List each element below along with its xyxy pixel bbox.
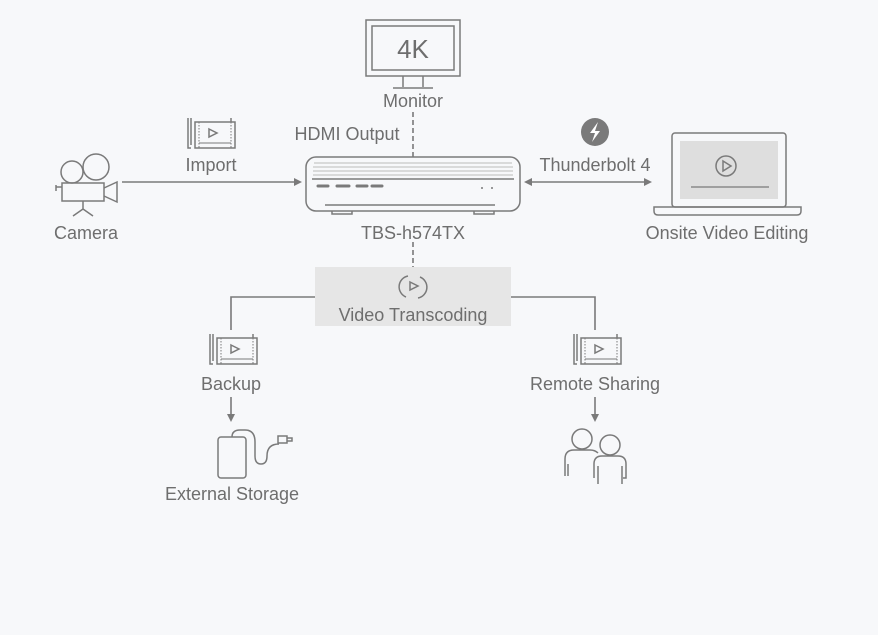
external-drive-icon [217,429,293,479]
monitor-4k-badge: 4K [397,34,429,64]
transcode-icon [398,275,428,299]
external-storage-label: External Storage [165,484,299,504]
monitor-icon [365,19,461,89]
distribution-lines [230,296,596,330]
laptop-label: Onsite Video Editing [646,223,809,243]
users-icon [564,428,627,484]
import-video-files-icon [187,117,236,149]
device-label: TBS-h574TX [361,223,465,243]
camera-label: Camera [54,223,119,243]
thunderbolt-label: Thunderbolt 4 [539,155,650,175]
transcoding-label: Video Transcoding [339,305,488,325]
remote-sharing-label: Remote Sharing [530,374,660,394]
backup-video-files-icon [209,333,258,365]
remote-sharing-video-files-icon [573,333,622,365]
nas-device-icon [305,156,521,215]
import-label: Import [185,155,236,175]
hdmi-output-label: HDMI Output [294,124,399,144]
monitor-label: Monitor [383,91,443,111]
video-camera-icon [55,153,118,217]
thunderbolt-icon [581,118,609,146]
backup-label: Backup [201,374,261,394]
transcoding-box [315,267,511,326]
laptop-video-icon [653,132,802,216]
